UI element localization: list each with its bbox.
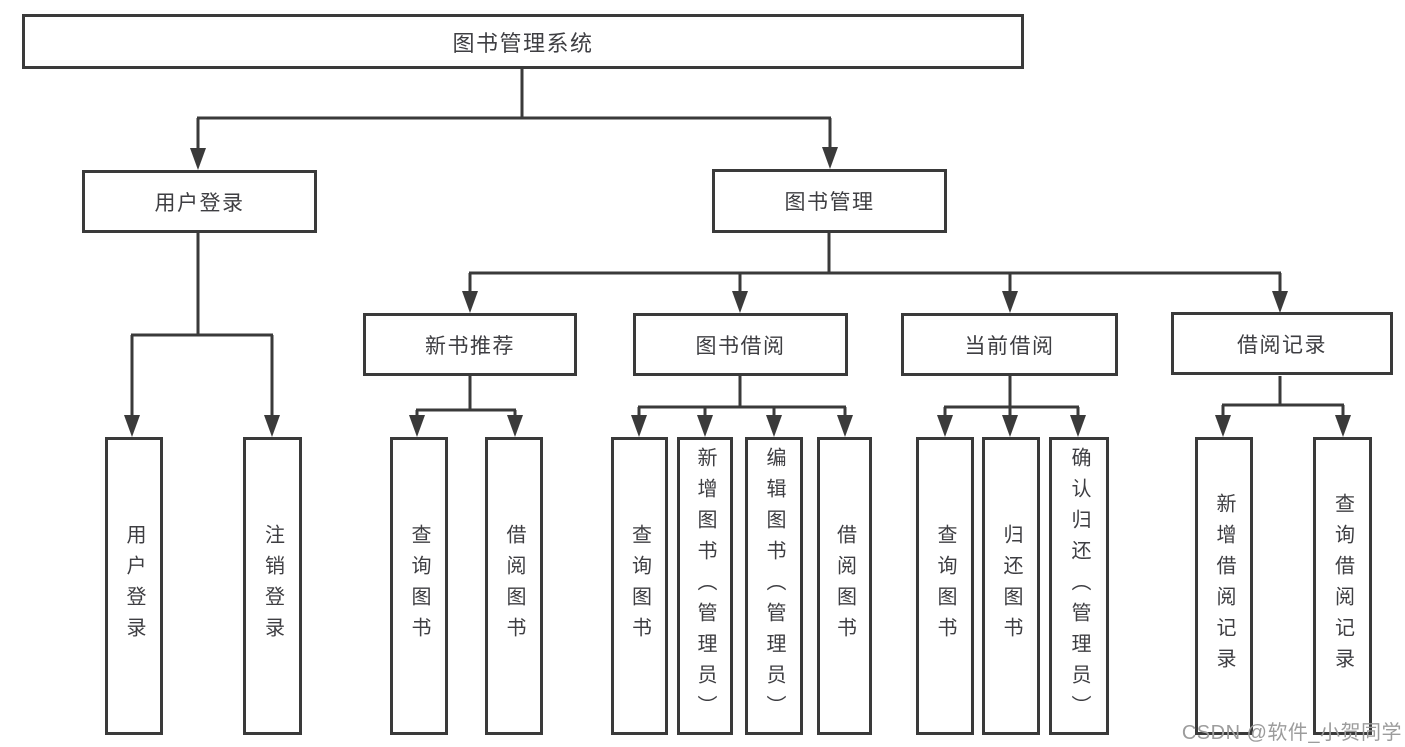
node-label: 编辑图书（管理员）	[763, 446, 785, 726]
node-label: 查询图书	[628, 524, 651, 648]
node-label: 借阅图书	[503, 524, 525, 648]
leaf-add-borrow-record: 新增借阅记录	[1195, 437, 1253, 735]
leaf-add-books-admin: 新增图书（管理员）	[677, 437, 733, 735]
arrowheads	[124, 147, 1351, 437]
node-book-borrowing: 图书借阅	[633, 313, 848, 376]
node-label: 借阅图书	[833, 524, 856, 648]
node-label: 归还图书	[1000, 524, 1022, 648]
leaf-query-books-newrec: 查询图书	[390, 437, 448, 735]
leaf-borrow-books: 借阅图书	[817, 437, 872, 735]
leaf-confirm-return-admin: 确认归还（管理员）	[1049, 437, 1109, 735]
csdn-watermark: CSDN @软件_小贺同学	[1181, 722, 1402, 744]
node-label: 当前借阅	[964, 334, 1055, 358]
node-library-management-system: 图书管理系统	[22, 14, 1024, 69]
node-label: 图书管理系统	[452, 30, 594, 56]
node-current-borrowing: 当前借阅	[901, 313, 1118, 376]
node-book-management: 图书管理	[712, 169, 947, 233]
node-label: 注销登录	[261, 524, 284, 648]
leaf-query-books-borrowing: 查询图书	[611, 437, 668, 735]
node-label: 用户登录	[154, 191, 245, 215]
node-user-login: 用户登录	[82, 170, 317, 233]
leaf-query-books-current: 查询图书	[916, 437, 974, 735]
node-label: 图书管理	[784, 191, 875, 214]
node-label: 新书推荐	[425, 334, 515, 358]
leaf-logout: 注销登录	[243, 437, 302, 735]
node-label: 新增图书（管理员）	[694, 446, 716, 726]
node-label: 新增借阅记录	[1213, 493, 1235, 679]
node-label: 查询图书	[408, 524, 430, 648]
leaf-return-books: 归还图书	[982, 437, 1040, 735]
node-label: 用户登录	[123, 524, 145, 648]
node-borrowing-records: 借阅记录	[1171, 312, 1393, 375]
node-label: 确认归还（管理员）	[1068, 446, 1090, 726]
node-label: 借阅记录	[1237, 333, 1327, 357]
leaf-user-login: 用户登录	[105, 437, 163, 735]
node-label: 图书借阅	[695, 334, 786, 358]
node-label: 查询借阅记录	[1331, 493, 1354, 679]
leaf-borrow-books-newrec: 借阅图书	[485, 437, 543, 735]
leaf-query-borrow-record: 查询借阅记录	[1313, 437, 1372, 735]
leaf-edit-books-admin: 编辑图书（管理员）	[745, 437, 803, 735]
node-label: 查询图书	[934, 524, 956, 648]
node-new-book-recommendation: 新书推荐	[363, 313, 577, 376]
